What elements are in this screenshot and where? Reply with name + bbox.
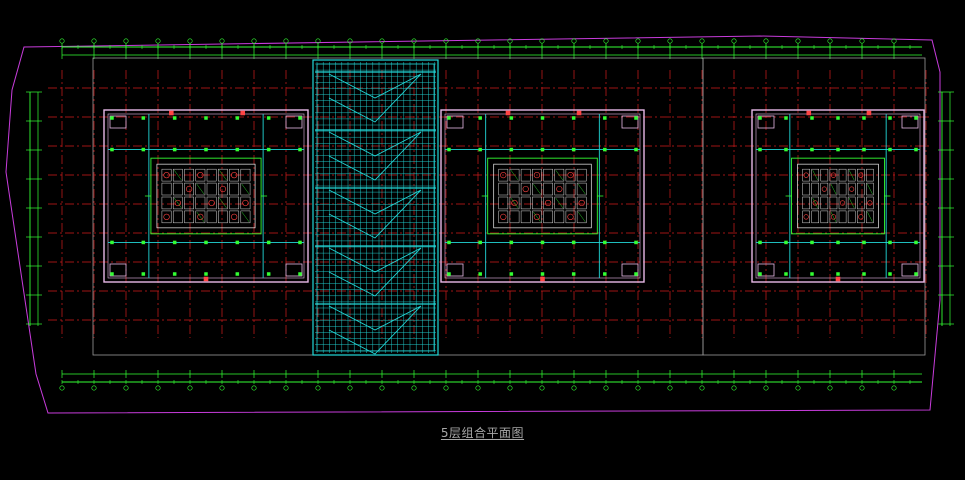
drawing-frames	[92, 57, 926, 356]
axis-grid	[48, 70, 932, 338]
tower-floor-plan-right	[751, 109, 925, 283]
site-boundary	[5, 35, 941, 414]
drawing-title-text: 5层组合平面图	[440, 426, 525, 440]
atrium-glass-roof	[312, 59, 439, 356]
tower-floor-plan-middle	[440, 109, 645, 283]
drawing-title: 5层组合平面图	[0, 424, 965, 441]
dimension-lines	[26, 38, 954, 391]
tower-floor-plan-left	[103, 109, 309, 283]
